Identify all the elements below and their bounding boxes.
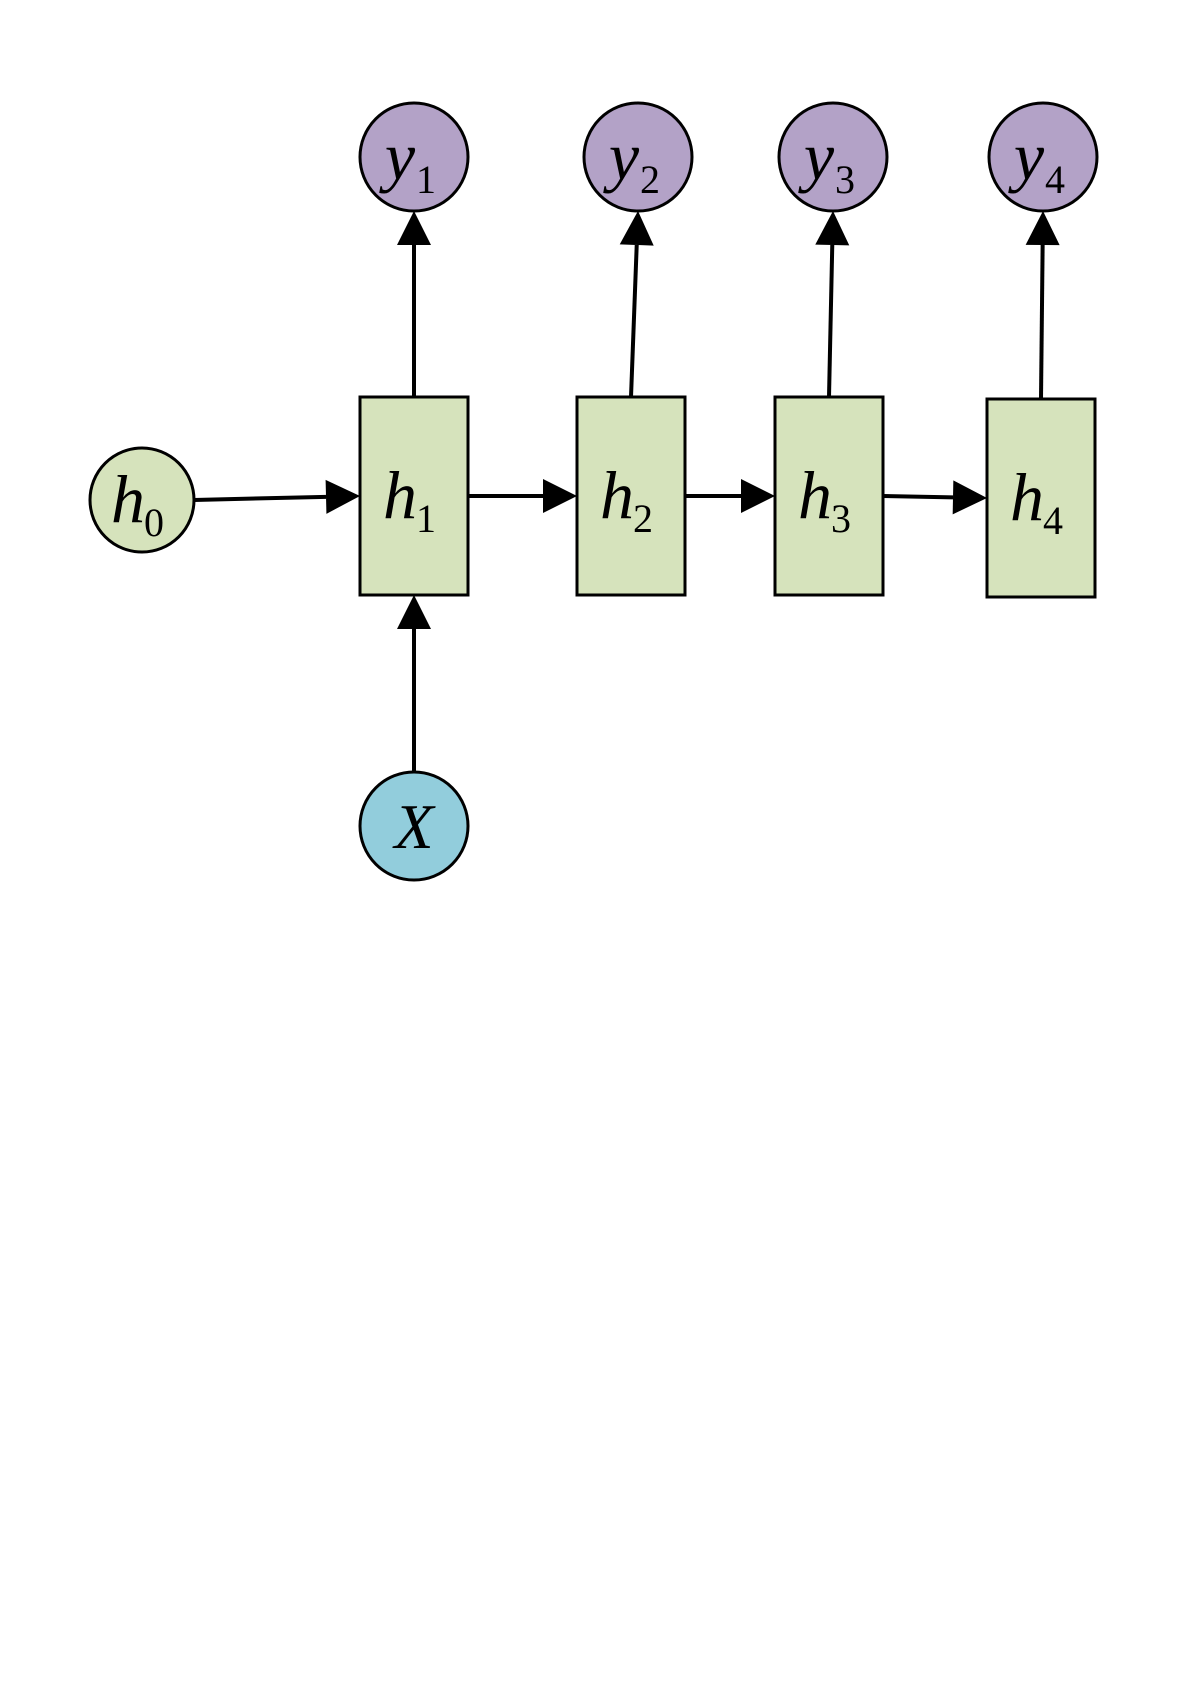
- node-y3-label: y: [798, 118, 835, 194]
- edge-h3-h4-line: [883, 496, 953, 497]
- edge-x-h1: [397, 595, 431, 772]
- edge-h1-h2-arrowhead: [543, 479, 577, 513]
- edge-h1-h2: [468, 479, 577, 513]
- node-y1-subscript: 1: [416, 157, 436, 202]
- edge-x-h1-arrowhead: [397, 595, 431, 629]
- node-h3-label: h: [798, 457, 832, 533]
- node-y4-subscript: 4: [1045, 157, 1065, 202]
- node-y1-label: y: [379, 118, 416, 194]
- edge-h2-h3-arrowhead: [741, 479, 775, 513]
- edge-h0-h1: [194, 480, 360, 514]
- edge-h0-h1-arrowhead: [326, 480, 360, 514]
- node-h1-label: h: [383, 457, 417, 533]
- edge-h4-y4-arrowhead: [1026, 211, 1060, 245]
- edge-h4-y4-line: [1041, 245, 1043, 399]
- edge-h0-h1-line: [194, 497, 326, 500]
- edge-h3-y3-line: [829, 245, 832, 397]
- node-h2-subscript: 2: [633, 496, 653, 541]
- edge-h2-y2-arrowhead: [620, 211, 654, 246]
- node-h0-label: h: [111, 461, 145, 537]
- edge-h3-y3: [815, 211, 849, 397]
- node-h1-subscript: 1: [416, 496, 436, 541]
- node-h4-subscript: 4: [1043, 498, 1063, 543]
- edge-h1-y1-arrowhead: [397, 211, 431, 245]
- node-h0-subscript: 0: [144, 500, 164, 545]
- node-h3-subscript: 3: [831, 496, 851, 541]
- edge-h4-y4: [1026, 211, 1060, 399]
- edge-h2-y2-line: [631, 245, 637, 397]
- node-h4-label: h: [1010, 459, 1044, 535]
- edge-h2-h3: [685, 479, 775, 513]
- node-y2-label: y: [603, 118, 640, 194]
- node-y2-subscript: 2: [640, 157, 660, 202]
- node-y3-subscript: 3: [835, 157, 855, 202]
- edge-h3-y3-arrowhead: [815, 211, 849, 245]
- node-y4-label: y: [1008, 118, 1045, 194]
- edge-h3-h4: [883, 480, 987, 514]
- edge-h1-y1: [397, 211, 431, 397]
- node-x-label: X: [391, 791, 436, 862]
- edge-h2-y2: [620, 211, 654, 397]
- edge-h3-h4-arrowhead: [953, 480, 987, 514]
- node-h2-label: h: [600, 457, 634, 533]
- node-x: X: [360, 772, 468, 880]
